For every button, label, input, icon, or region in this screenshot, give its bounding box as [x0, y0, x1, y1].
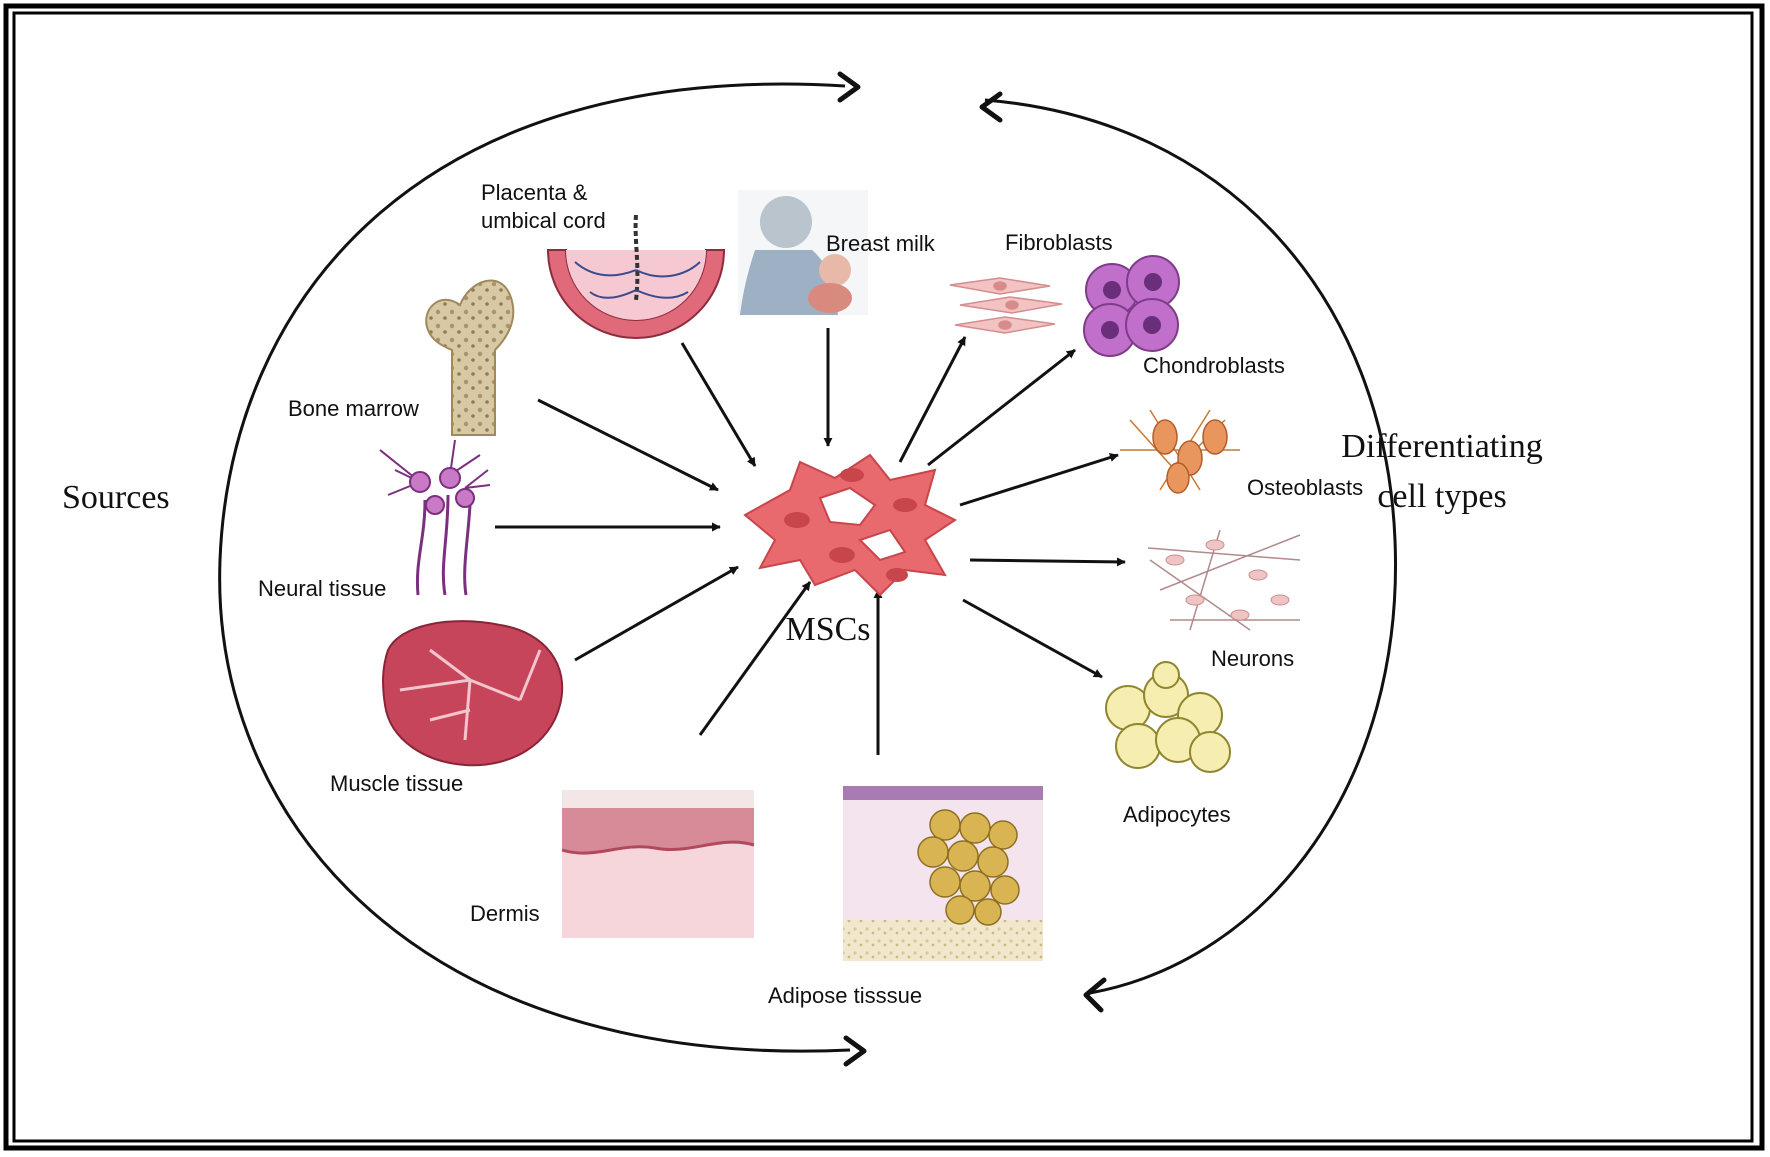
placenta-label-line1: Placenta &: [481, 180, 588, 205]
breast-milk-illustration: [738, 190, 868, 315]
chevron-right-icon: [837, 71, 861, 103]
arrow-fibroblasts: [898, 336, 967, 463]
cell-types-arc: [984, 98, 1398, 995]
arrow-bone-marrow: [537, 398, 719, 492]
neurons-illustration: [1147, 529, 1301, 631]
inner-frame: [12, 11, 1754, 1143]
differentiating-label-line2: cell types: [1377, 478, 1506, 515]
neural-tissue-label: Neural tissue: [258, 576, 386, 601]
outer-frame: [3, 3, 1765, 1151]
fibroblasts-label: Fibroblasts: [1005, 230, 1113, 255]
arrow-muscle: [574, 565, 739, 662]
differentiating-label-line1: Differentiating: [1341, 428, 1542, 465]
adipocytes-label: Adipocytes: [1123, 802, 1231, 827]
muscle-tissue-label: Muscle tissue: [330, 771, 463, 796]
neurons-label: Neurons: [1211, 646, 1294, 671]
adipose-tissue-illustration: [843, 786, 1043, 961]
neural-tissue-illustration: [379, 439, 491, 596]
arrow-dermis: [698, 581, 812, 736]
sources-arc: [218, 82, 851, 1053]
osteoblasts-label: Osteoblasts: [1247, 475, 1363, 500]
arrow-neurons: [969, 557, 1126, 567]
chondroblasts-illustration: [1083, 255, 1180, 357]
dermis-label: Dermis: [470, 901, 540, 926]
arrow-adipocytes: [962, 598, 1103, 679]
chevron-right-icon: [843, 1035, 867, 1067]
bone-marrow-label: Bone marrow: [288, 396, 419, 421]
adipose-tissue-label: Adipose tisssue: [768, 983, 922, 1008]
osteoblasts-illustration: [1120, 409, 1240, 494]
fibroblasts-illustration: [949, 277, 1063, 334]
adipocytes-illustration: [1105, 661, 1231, 773]
chevron-left-icon: [979, 91, 1003, 123]
arrow-chondroblasts: [927, 348, 1076, 467]
source-arrows: [495, 328, 883, 755]
sources-label: Sources: [62, 479, 170, 516]
muscle-tissue-illustration: [382, 620, 564, 767]
breast-milk-label: Breast milk: [826, 231, 936, 256]
placenta-illustration: [546, 214, 726, 339]
bone-marrow-illustration: [425, 279, 515, 436]
chevron-left-icon: [1083, 977, 1107, 1013]
arrow-osteoblasts: [959, 453, 1119, 507]
arrow-placenta: [680, 342, 757, 467]
chondroblasts-label: Chondroblasts: [1143, 353, 1285, 378]
placenta-label-line2: umbical cord: [481, 208, 606, 233]
msc-cluster-illustration: [743, 453, 957, 597]
differentiation-arrows: [898, 336, 1126, 679]
msc-label: MSCs: [785, 611, 870, 648]
dermis-illustration: [561, 790, 755, 938]
